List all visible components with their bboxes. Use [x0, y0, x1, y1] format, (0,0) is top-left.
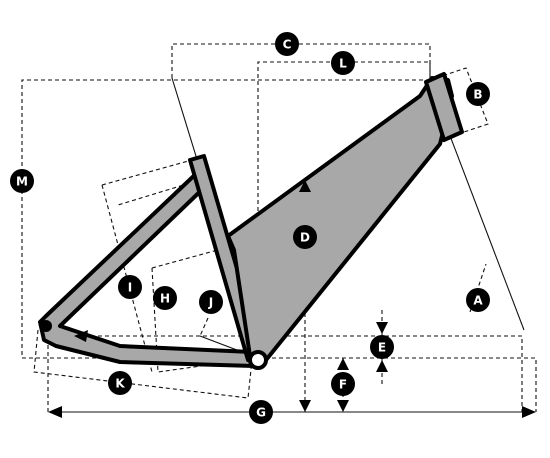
e-arrow-bottom [376, 360, 388, 372]
badge-l: L [331, 51, 355, 75]
badge-h-text: H [160, 292, 170, 306]
guide-m-box [21, 79, 430, 359]
badge-i: I [118, 275, 142, 299]
badge-g: G [249, 400, 273, 424]
badge-k: K [108, 371, 132, 395]
badge-g-text: G [256, 406, 266, 420]
badge-j: J [199, 290, 223, 314]
head-tube [424, 72, 464, 142]
guide-c [171, 43, 431, 80]
guide-k [33, 329, 253, 399]
arrows [48, 180, 536, 418]
badge-f: F [331, 372, 355, 396]
bottom-bracket [248, 350, 268, 370]
guide-i-top [101, 159, 201, 206]
badge-i-text: I [128, 281, 132, 295]
e-arrow-top [376, 322, 388, 334]
badge-e-text: E [378, 341, 386, 355]
badge-e: E [370, 335, 394, 359]
badge-m: M [10, 169, 34, 193]
rear-dropout [40, 320, 52, 332]
badge-a: A [466, 288, 490, 312]
d-arrow-bottom [299, 400, 311, 412]
badge-a-text: A [473, 294, 483, 308]
d-arrow-top [299, 180, 311, 192]
badge-d: D [293, 225, 317, 249]
badge-d-text: D [300, 231, 310, 245]
guide-i-left [101, 184, 153, 373]
g-arrow-left [48, 406, 62, 418]
k-arrow [74, 330, 88, 342]
front-triangle [226, 76, 454, 362]
guide-bb [258, 357, 537, 412]
badge-m-text: M [16, 175, 28, 189]
badge-k-text: K [115, 377, 125, 391]
badge-h: H [153, 286, 177, 310]
f-arrow-top [337, 358, 349, 370]
g-arrow-right [522, 406, 536, 418]
badge-f-text: F [339, 378, 347, 392]
head-angle-line [443, 119, 525, 331]
badge-c-text: C [283, 38, 292, 52]
bike-frame [38, 72, 464, 370]
guide-j [199, 317, 209, 337]
badge-b-text: B [473, 88, 482, 102]
badge-b: B [466, 82, 490, 106]
rear-triangle [38, 168, 256, 368]
badge-l-text: L [339, 57, 347, 71]
f-arrow-bottom [337, 400, 349, 412]
badge-j-text: J [208, 296, 213, 310]
badge-c: C [275, 32, 299, 56]
